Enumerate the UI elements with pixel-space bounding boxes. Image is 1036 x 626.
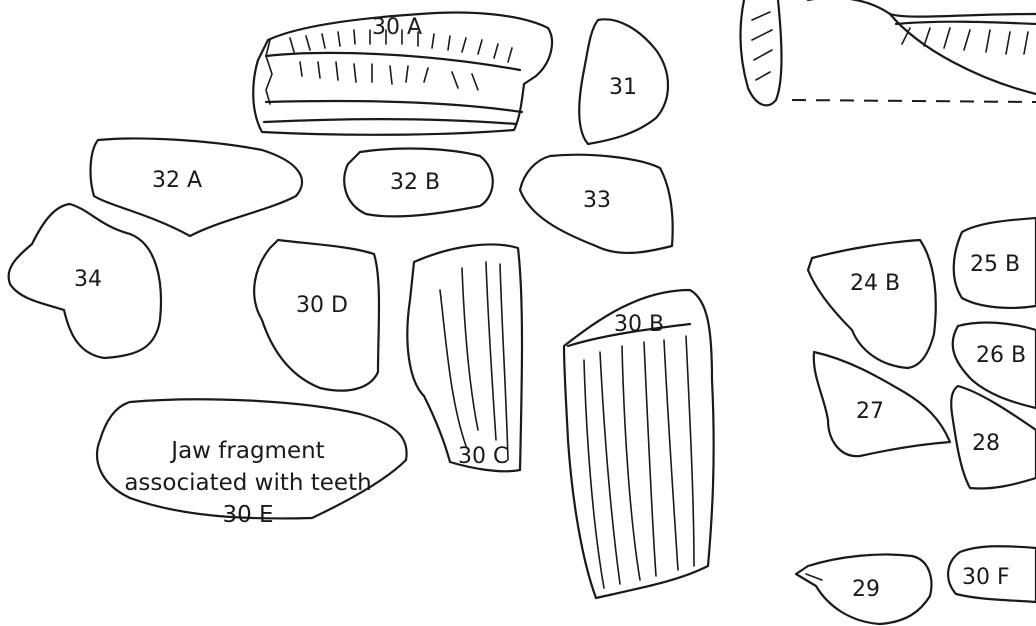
label-30f: 30 F — [962, 565, 1010, 590]
label-32a: 32 A — [152, 168, 202, 193]
label-31: 31 — [609, 75, 637, 100]
fragment-32b: 32 B — [344, 149, 493, 217]
label-33: 33 — [583, 188, 611, 213]
fragment-30e-jaw: Jaw fragment associated with teeth 30 E — [97, 399, 407, 528]
label-30d: 30 D — [296, 293, 348, 318]
fragment-32a: 32 A — [91, 138, 303, 236]
label-34: 34 — [74, 267, 102, 292]
label-30b: 30 B — [614, 312, 664, 337]
fragment-27: 27 — [814, 352, 950, 456]
fragment-34: 34 — [9, 204, 161, 358]
note-line-2: associated with teeth — [124, 470, 371, 496]
label-29: 29 — [852, 577, 880, 602]
fragment-30c: 30 C — [407, 244, 522, 471]
label-27: 27 — [856, 399, 884, 424]
label-25b: 25 B — [970, 252, 1020, 277]
label-32b: 32 B — [390, 170, 440, 195]
note-line-3: 30 E — [222, 502, 273, 528]
label-28: 28 — [972, 431, 1000, 456]
note-line-1: Jaw fragment — [169, 438, 324, 464]
label-30c: 30 C — [458, 444, 508, 469]
fragment-top-right — [741, 0, 1036, 105]
label-24b: 24 B — [850, 271, 900, 296]
fragment-29: 29 — [796, 554, 931, 624]
label-26b: 26 B — [976, 343, 1026, 368]
fragment-30f: 30 F — [948, 546, 1036, 602]
fragment-31: 31 — [579, 19, 668, 144]
fragment-30d: 30 D — [254, 240, 379, 391]
fragment-28: 28 — [951, 386, 1036, 489]
fragment-24b: 24 B — [808, 240, 936, 368]
label-30a: 30 A — [372, 15, 422, 40]
fragment-30a: 30 A — [253, 13, 552, 135]
fragment-33: 33 — [520, 155, 673, 253]
fragment-26b: 26 B — [953, 323, 1036, 408]
fragment-30b: 30 B — [564, 290, 714, 598]
fragment-25b: 25 B — [954, 218, 1036, 308]
